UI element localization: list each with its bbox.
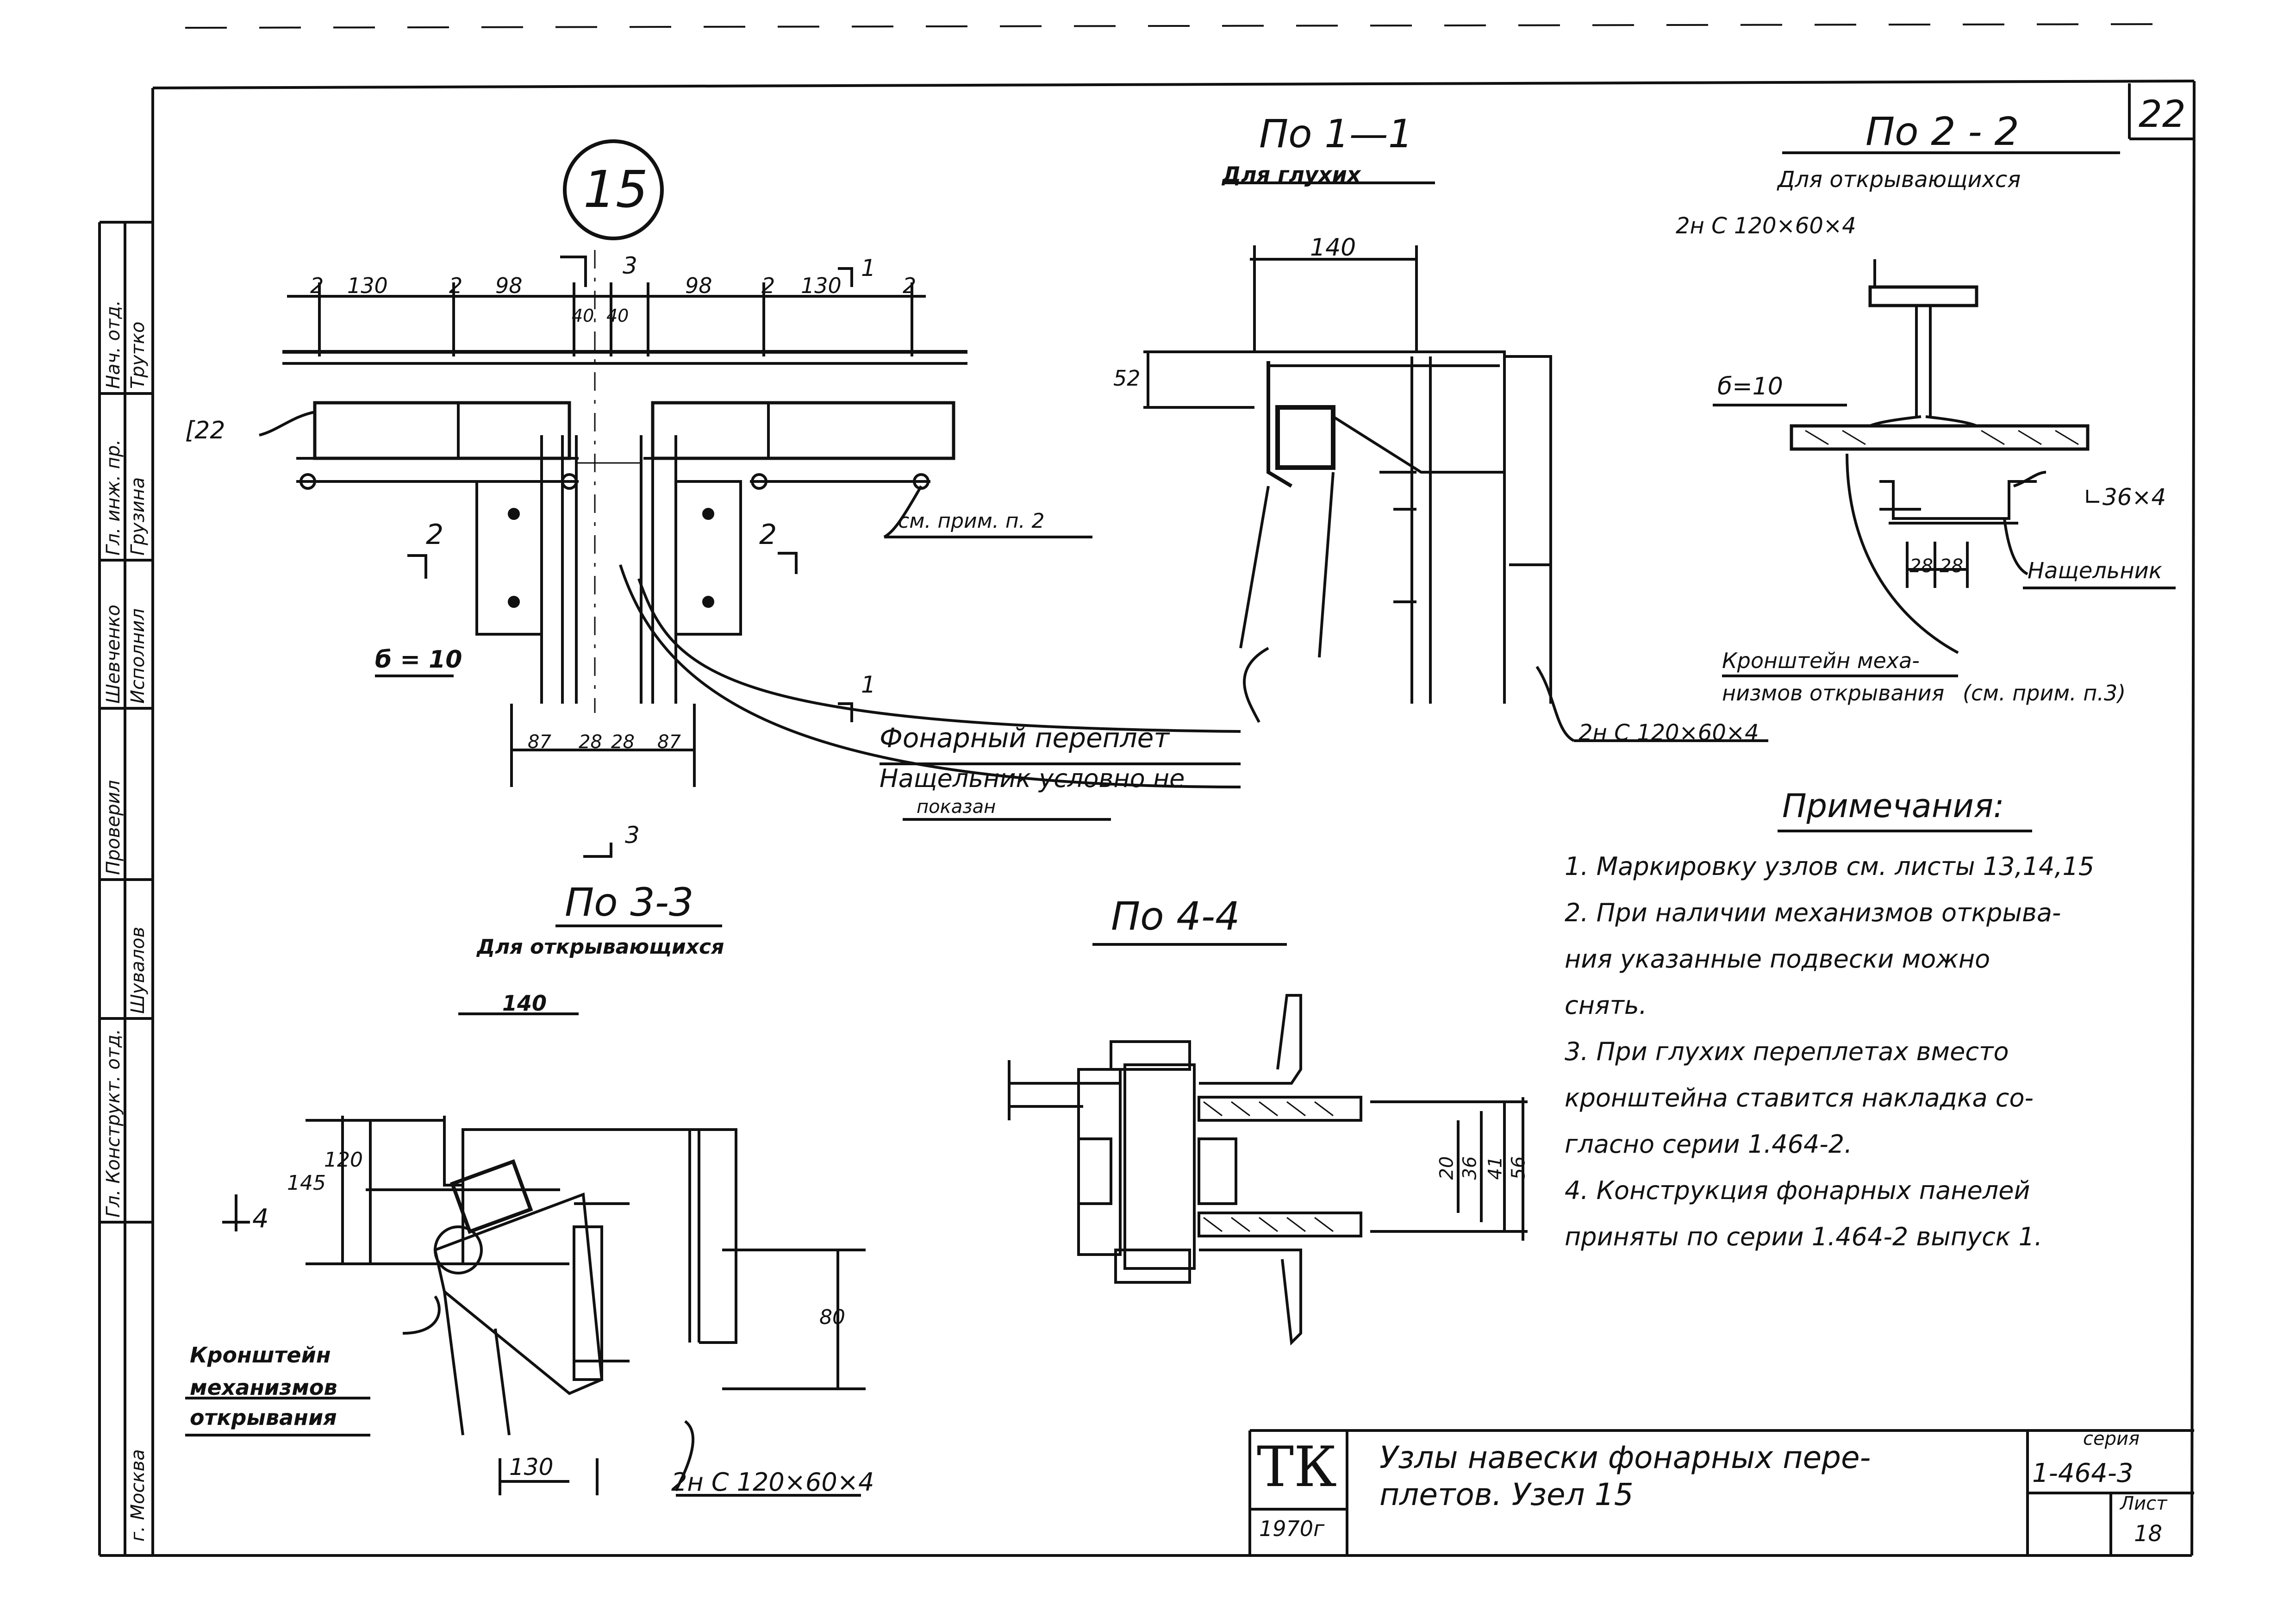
sheet-value: 18	[2134, 1521, 2163, 1547]
dim-label: 130	[347, 273, 388, 298]
view-3-3-dim-120: 120	[324, 1148, 363, 1172]
note-line: 1. Маркировку узлов см. листы 13,14,15	[1565, 852, 2095, 881]
dim-label: 2	[903, 273, 917, 298]
view-3-3-dim-80: 80	[819, 1305, 845, 1329]
dim-label: 87	[657, 731, 681, 753]
view-2-2-batten: Нащельник	[2028, 558, 2162, 584]
view-3-3-bracket-l3: открывания	[190, 1405, 337, 1430]
view-1-1-dim-52: 52	[1113, 366, 1141, 391]
note-ref-label: см. прим. п. 2	[898, 509, 1045, 533]
dim-label: 87	[528, 731, 551, 753]
notes-list: 1. Маркировку узлов см. листы 13,14,15 2…	[1565, 852, 2180, 1268]
title-year: 1970г	[1259, 1516, 1325, 1541]
view-3-3-profile: 2н С 120×60×4	[671, 1468, 874, 1497]
cut-label-2-left: 2	[426, 518, 444, 551]
view-2-2-bracket-ref: (см. прим. п.3)	[1963, 681, 2126, 706]
margin-cell: Шувалов	[127, 926, 149, 1014]
dim-label: 130	[801, 273, 842, 298]
view-3-3-dim-130: 130	[509, 1454, 554, 1480]
dim-label: 40	[572, 306, 594, 326]
title-stamp: ТК	[1257, 1435, 1337, 1499]
note-line: снять.	[1565, 991, 1647, 1020]
view-1-1-dim-140: 140	[1310, 234, 1356, 262]
view-4-4-dim-41: 41	[1485, 1156, 1506, 1180]
sheet-label: Лист	[2120, 1493, 2167, 1514]
dim-label: 98	[685, 273, 712, 298]
dim-label: 2	[761, 273, 775, 298]
note-line: ния указанные подвески можно	[1565, 944, 1990, 974]
title-line-1: Узлы навески фонарных пере-	[1379, 1440, 1871, 1475]
margin-cell: г. Москва	[127, 1449, 149, 1542]
view-4-4-dim-56: 56	[1508, 1156, 1529, 1180]
view-4-4-title: По 4-4	[1111, 893, 1240, 939]
plate-label: б = 10	[375, 646, 462, 674]
view-3-3-dim-140: 140	[502, 991, 547, 1016]
view-4-4-dim-20: 20	[1436, 1156, 1458, 1180]
series-value: 1-464-3	[2032, 1458, 2134, 1488]
channel-label: [22	[185, 417, 225, 444]
node-number: 15	[583, 160, 648, 219]
batten-label-2: показан	[917, 796, 996, 818]
margin-cell: Гл. Конструкт. отд.	[103, 1029, 124, 1218]
dim-label: 40	[606, 306, 629, 326]
cut-label-1-top: 1	[861, 255, 876, 281]
margin-cell: Шевченко	[103, 605, 124, 704]
dim-label: 28	[579, 731, 602, 753]
dim-label: 28	[611, 731, 635, 753]
margin-cell: Исполнил	[127, 608, 149, 704]
batten-label: Нащельник условно не	[880, 764, 1185, 793]
view-1-1-subtitle: Для глухих	[1222, 162, 1361, 187]
view-2-2-dim-b: 28	[1940, 556, 1963, 577]
note-line: кронштейна ставится накладка со-	[1565, 1083, 2034, 1112]
note-line: гласно серии 1.464-2.	[1565, 1130, 1853, 1159]
cut-label-3-bottom: 3	[625, 822, 640, 849]
view-2-2-bracket-line2: низмов открывания	[1722, 681, 1945, 706]
note-line: 4. Конструкция фонарных панелей	[1565, 1176, 2030, 1205]
cut-label-2-right: 2	[759, 518, 777, 551]
view-3-3-dim-145: 145	[287, 1171, 326, 1195]
series-label: серия	[2083, 1428, 2140, 1449]
note-line: приняты по серии 1.464-2 выпуск 1.	[1565, 1222, 2043, 1251]
cut-label-3-top: 3	[623, 252, 637, 279]
note-line: 2. При наличии механизмов открыва-	[1565, 898, 2061, 927]
main-view-bottom-dims: 87 28 28 87	[528, 731, 704, 755]
view-2-2-angle: ∟36×4	[2083, 484, 2166, 511]
view-3-3-bracket-l1: Кронштейн	[190, 1343, 331, 1368]
view-3-3-cut-4: 4	[252, 1204, 269, 1234]
view-2-2-plate: б=10	[1717, 373, 1783, 400]
view-4-4-dim-36: 36	[1459, 1156, 1481, 1180]
margin-cell: Проверил	[103, 780, 124, 875]
view-1-1-profile: 2н С 120×60×4	[1578, 720, 1759, 746]
notes-title: Примечания:	[1782, 787, 2004, 825]
margin-cell: Трутко	[127, 321, 149, 389]
margin-cell: Нач. отд.	[103, 300, 124, 389]
dim-label: 2	[449, 273, 463, 298]
view-2-2-title: По 2 - 2	[1866, 109, 2019, 154]
view-2-2-bracket: Кронштейн меха-	[1722, 648, 1920, 673]
view-1-1-title: По 1—1	[1259, 111, 1413, 156]
main-view-top-dims: 2 130 2 98 40 40 98 2 130 2	[301, 273, 949, 326]
view-3-3-subtitle: Для открывающихся	[477, 935, 724, 959]
title-line-2: плетов. Узел 15	[1379, 1477, 1634, 1512]
frame-label: Фонарный переплет	[880, 722, 1170, 754]
page-number: 22	[2139, 93, 2186, 136]
view-3-3-title: По 3-3	[565, 880, 694, 925]
view-2-2-profile-top: 2н С 120×60×4	[1676, 213, 1856, 239]
cut-label-1-bottom: 1	[861, 671, 876, 698]
dim-label: 2	[310, 273, 324, 298]
margin-cell: Грузина	[127, 477, 149, 556]
margin-cell: Гл. инж. пр.	[103, 439, 124, 556]
view-2-2-subtitle: Для открывающихся	[1778, 167, 2021, 193]
note-line: 3. При глухих переплетах вместо	[1565, 1037, 2009, 1066]
view-2-2-dim-a: 28	[1909, 556, 1933, 577]
dim-label: 98	[495, 273, 523, 298]
view-3-3-bracket-l2: механизмов	[190, 1375, 337, 1400]
